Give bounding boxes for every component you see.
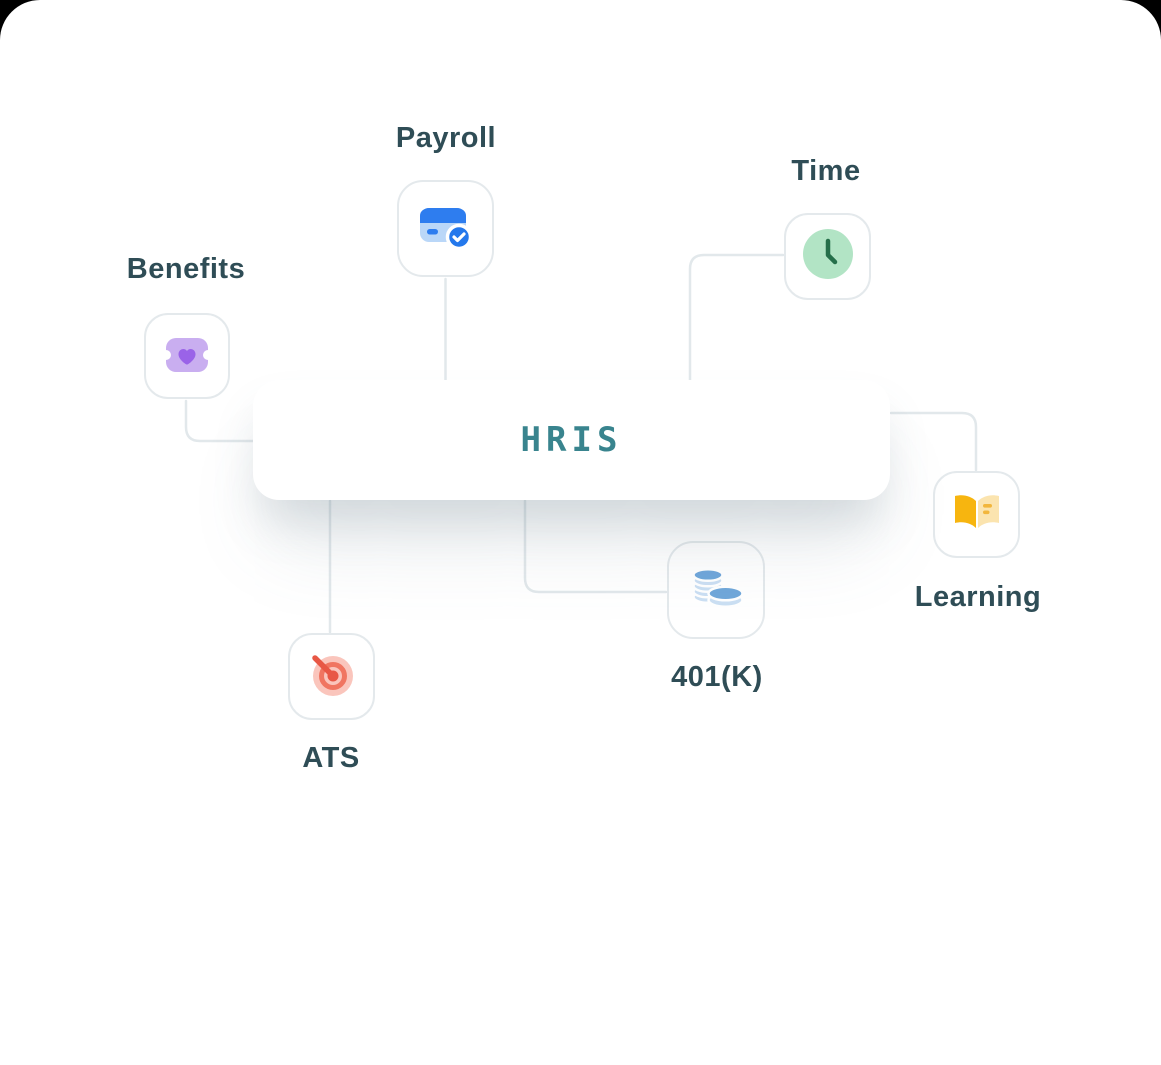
coin-stack-icon bbox=[687, 562, 745, 619]
connector-benefits-hub bbox=[184, 399, 256, 443]
401k-label: 401(K) bbox=[671, 661, 763, 693]
time-node-card bbox=[784, 213, 871, 300]
time-label: Time bbox=[791, 155, 861, 187]
connector-hub-learning bbox=[889, 411, 978, 472]
connector-time-hub bbox=[688, 253, 785, 384]
payroll-label: Payroll bbox=[395, 122, 497, 154]
401k-node-card bbox=[667, 541, 765, 639]
hris-hub-label: HRIS bbox=[520, 420, 623, 460]
clock-icon bbox=[801, 227, 855, 286]
hris-hub-card: HRIS bbox=[253, 380, 890, 500]
ats-node-card bbox=[288, 633, 375, 720]
open-book-icon bbox=[950, 489, 1004, 540]
learning-label: Learning bbox=[914, 581, 1042, 613]
connector-hub-401k bbox=[523, 499, 668, 594]
benefits-label: Benefits bbox=[126, 253, 246, 285]
credit-card-check-icon bbox=[417, 202, 475, 255]
ats-label: ATS bbox=[302, 742, 360, 774]
benefits-node-card bbox=[144, 313, 230, 399]
learning-node-card bbox=[933, 471, 1020, 558]
payroll-node-card bbox=[397, 180, 494, 277]
ticket-heart-icon bbox=[161, 331, 213, 382]
target-dart-icon bbox=[305, 647, 359, 706]
